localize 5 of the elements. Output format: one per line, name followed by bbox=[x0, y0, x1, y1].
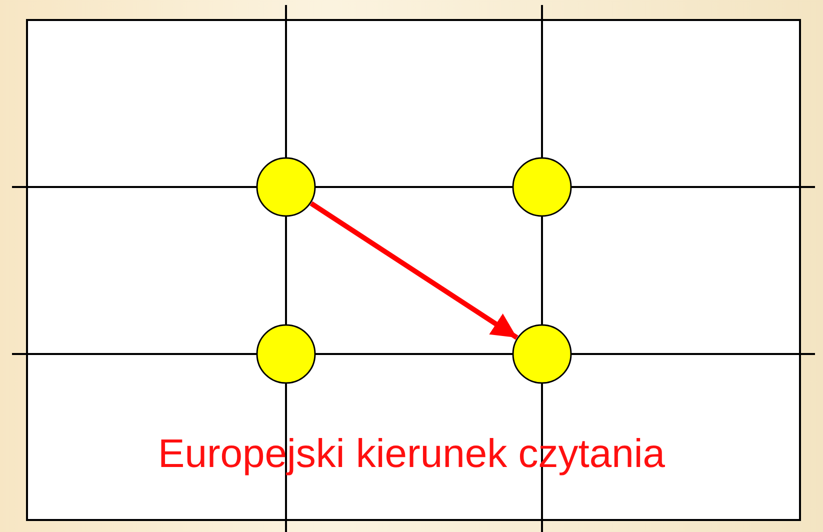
circle-marker bbox=[256, 324, 316, 384]
circle-marker bbox=[512, 157, 572, 217]
arrow bbox=[310, 201, 518, 340]
circle-marker bbox=[256, 157, 316, 217]
circle-marker bbox=[512, 324, 572, 384]
